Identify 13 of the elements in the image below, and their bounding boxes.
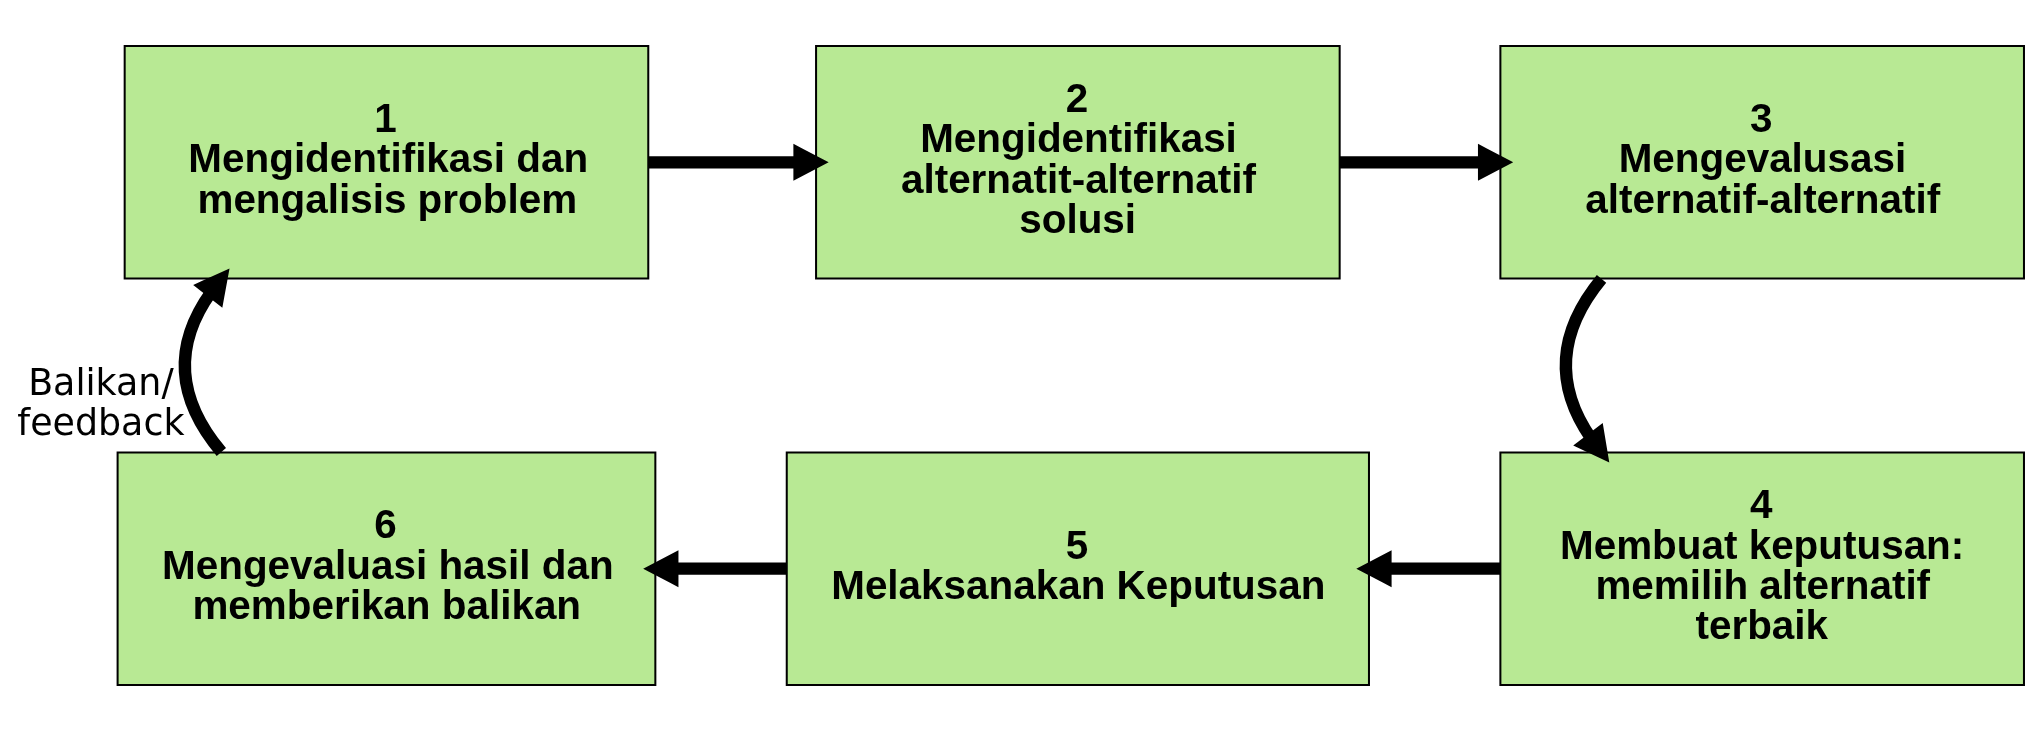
arrow <box>643 550 787 588</box>
edge-label: Balikan/ feedback <box>17 360 185 445</box>
arrow <box>1559 275 1610 463</box>
node-box: 3 Mengevalusasi alternatif-alternatif <box>1499 45 2025 280</box>
arrow <box>1340 143 1514 181</box>
node-box: 6 Mengevaluasi hasil dan memberikan balikan <box>116 451 657 686</box>
arrow <box>178 268 230 456</box>
arrow <box>648 143 829 181</box>
node-box: 1 Mengidentifikasi dan mengalisis problem <box>123 45 650 280</box>
node-box: 2 Mengidentifikasi alternatit-alternatif solusi <box>815 45 1341 280</box>
node-box: 4 Membuat keputusan: memilih alternatif terbaik <box>1499 451 2025 686</box>
arrow <box>1356 550 1500 588</box>
node-box: 5 Melaksanakan Keputusan <box>785 451 1370 686</box>
